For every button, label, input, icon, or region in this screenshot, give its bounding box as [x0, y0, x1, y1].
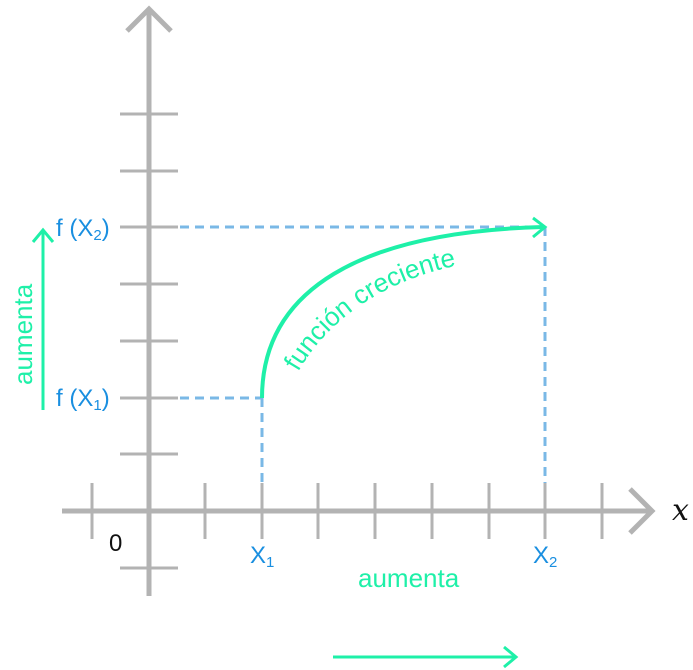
x-axis-arrowhead-icon: [628, 487, 656, 535]
vertical-increase-arrow-icon: [31, 227, 55, 410]
fx1-label-main: f (X: [56, 385, 93, 412]
fx2-label-sub: 2: [93, 227, 101, 244]
x-axis-label: x: [672, 493, 689, 528]
x1-label-main: X: [250, 542, 266, 569]
y-ticks: [120, 112, 178, 570]
x1-label-sub: 1: [266, 554, 274, 571]
x1-label: X1: [250, 542, 274, 571]
curve-label: función creciente: [277, 242, 457, 375]
horizontal-increase-arrow-icon: [333, 645, 519, 669]
axes: [62, 5, 656, 596]
fx1-label: f (X1): [56, 385, 110, 414]
x2-label: X2: [533, 542, 557, 571]
curve-label-text: función creciente: [277, 242, 457, 375]
fx2-label: f (X2): [56, 215, 110, 244]
curve-arrowhead-icon: [532, 216, 548, 239]
fx1-label-sub: 1: [93, 397, 101, 414]
x2-label-main: X: [533, 542, 549, 569]
y-axis-arrowhead-icon: [125, 5, 173, 33]
x2-label-sub: 2: [549, 554, 557, 571]
origin-label: 0: [109, 530, 122, 557]
fx2-label-main: f (X: [56, 215, 93, 242]
increasing-curve: [260, 225, 544, 399]
x-ticks: [90, 483, 604, 539]
guide-lines: [150, 225, 547, 510]
horizontal-increase-label: aumenta: [358, 563, 460, 593]
fx2-label-close: ): [102, 215, 110, 242]
fx1-label-close: ): [102, 385, 110, 412]
vertical-increase-label: aumenta: [8, 283, 38, 385]
